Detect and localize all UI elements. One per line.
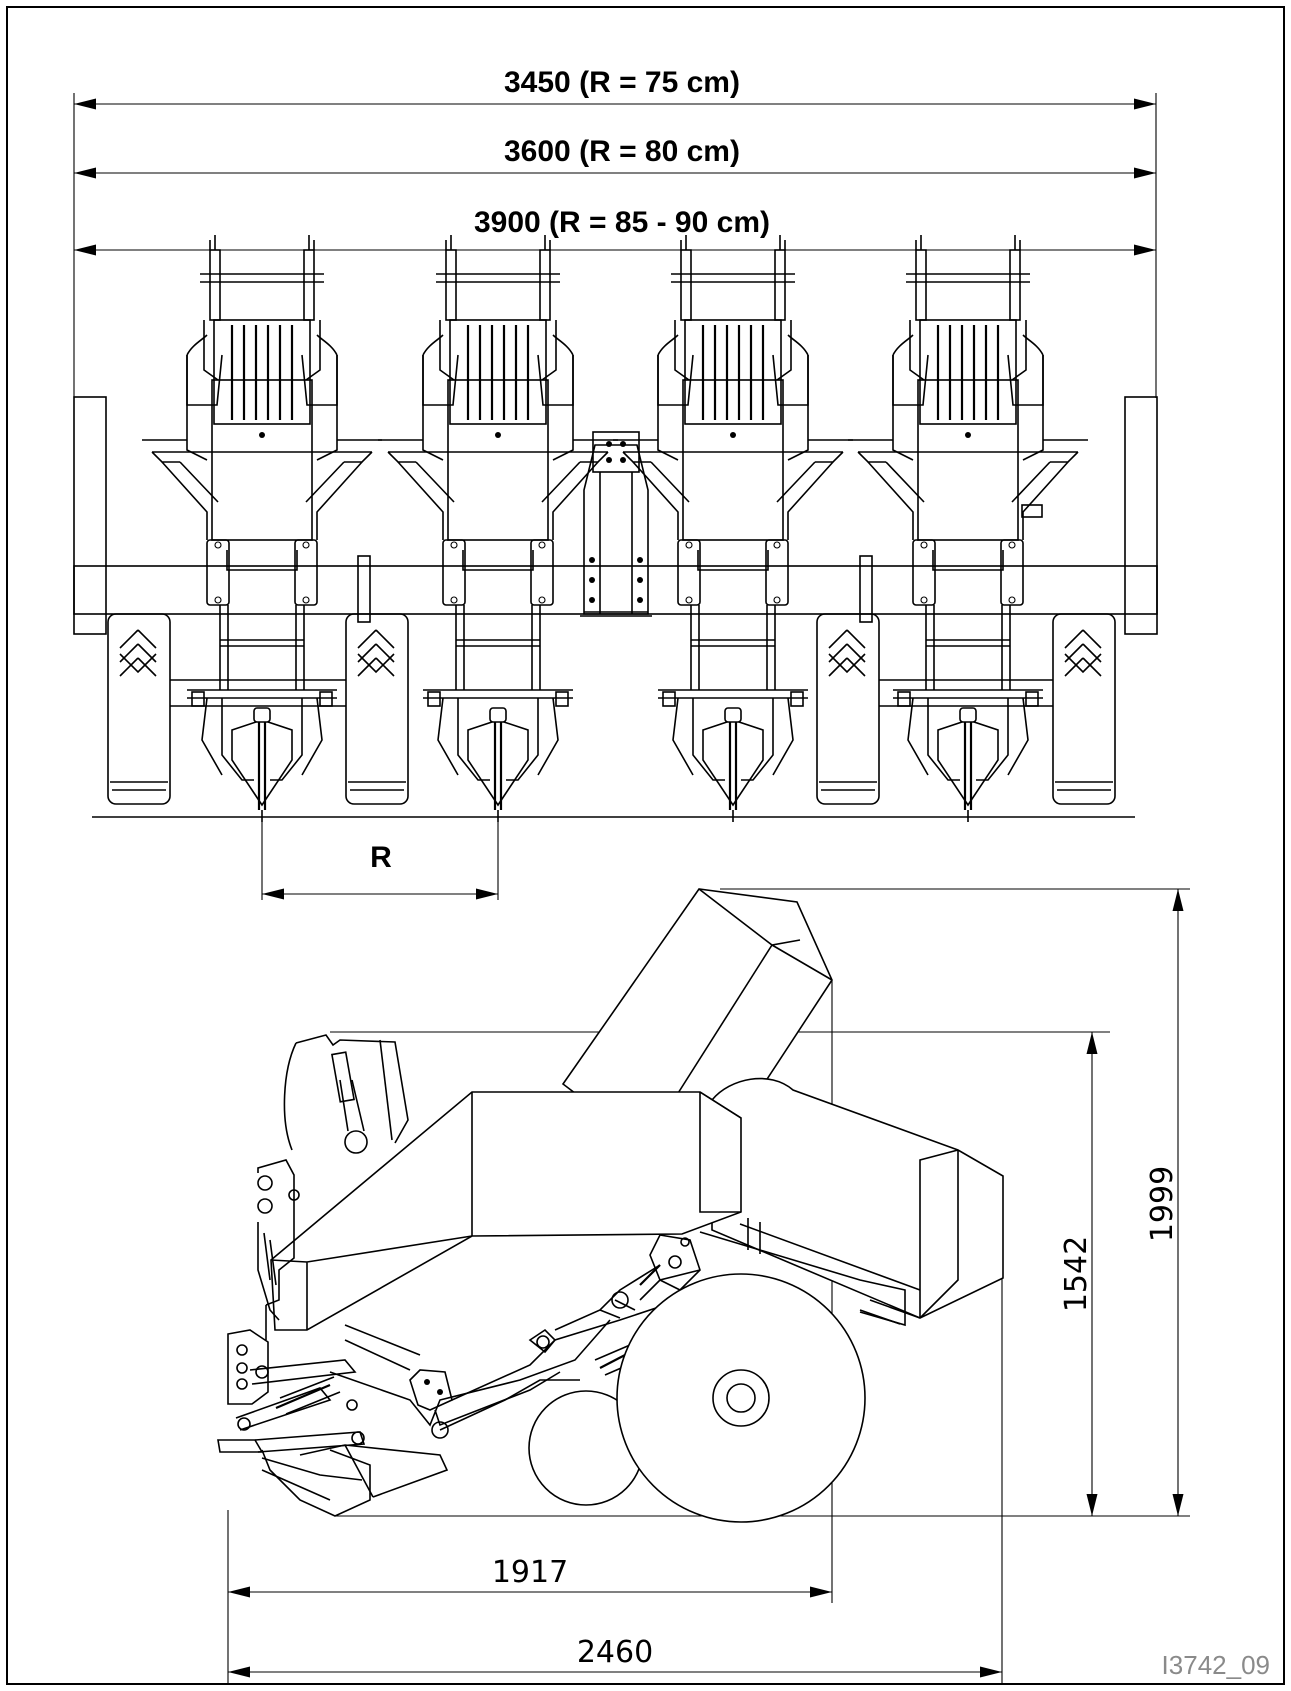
- front-view: 3450 (R = 75 cm) 3600 (R = 80 cm) 3900 (…: [73, 66, 1158, 900]
- height-dim-label-overall: 1999: [1145, 1166, 1180, 1242]
- length-dim-label-1: 1917: [492, 1555, 568, 1590]
- side-frame: [227, 1159, 300, 1405]
- tractor-tire-4: [1052, 613, 1116, 805]
- tractor-tire-2: [345, 613, 409, 805]
- row-spacing-label: R: [370, 841, 392, 874]
- tractor-tire-1: [107, 613, 171, 805]
- side-wheels: [528, 1273, 866, 1523]
- width-dim-label-3: 3900 (R = 85 - 90 cm): [474, 206, 770, 239]
- reference-code: I3742_09: [1162, 1650, 1270, 1680]
- front-box: [283, 1034, 409, 1154]
- side-view: 1999 1542 1917 2460: [217, 888, 1190, 1684]
- height-dim-label-closed: 1542: [1059, 1236, 1094, 1312]
- main-hopper: [270, 1091, 742, 1331]
- linkage: [217, 1319, 611, 1453]
- drawing-frame: [6, 6, 1285, 1685]
- length-dim-label-2: 2460: [577, 1635, 653, 1670]
- planter-unit-4: [846, 233, 1090, 824]
- front-coulter: [261, 1444, 449, 1517]
- tractor-tire-3: [816, 613, 880, 805]
- width-dim-label-1: 3450 (R = 75 cm): [504, 66, 740, 99]
- planter-unit-2: [376, 233, 620, 824]
- width-dim-label-2: 3600 (R = 80 cm): [504, 135, 740, 168]
- hitch-tower: [580, 431, 652, 617]
- right-end-plate: [1124, 396, 1158, 635]
- closing-wheel: [616, 1273, 866, 1523]
- toolbar-beam: [73, 565, 1158, 615]
- left-end-plate: [73, 396, 107, 635]
